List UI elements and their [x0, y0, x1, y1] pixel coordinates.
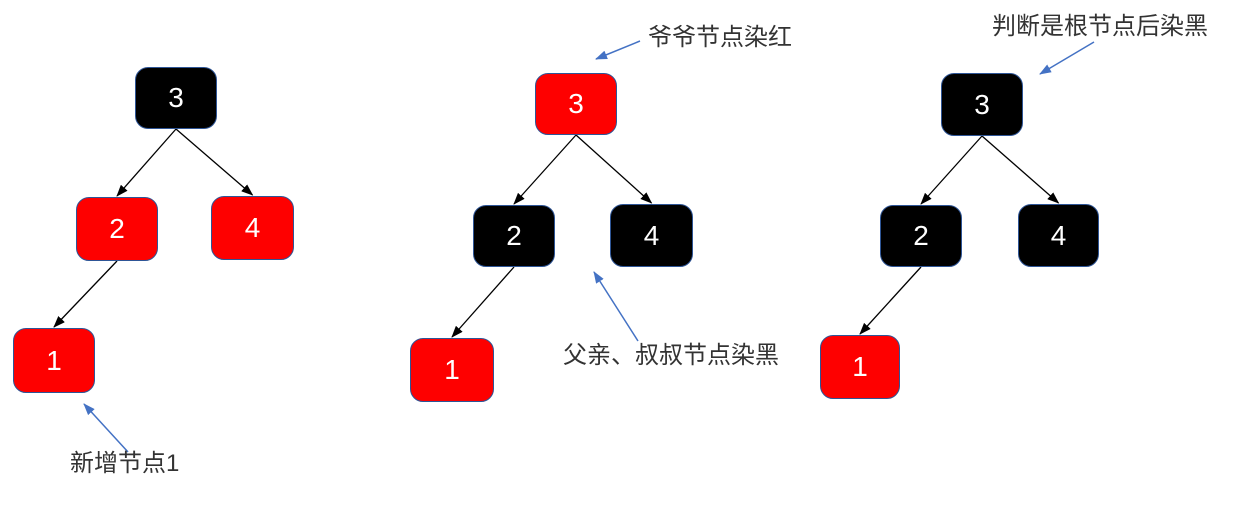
step-2-recolor-node-3: 3 — [535, 73, 617, 135]
tree-edge — [859, 266, 922, 335]
tree-edge — [575, 134, 653, 204]
step-3-root-black-node-2: 2 — [880, 205, 962, 267]
node-label: 2 — [913, 220, 929, 251]
node-label: 4 — [244, 212, 261, 243]
parent-uncle-dyed-black-label: 父亲、叔叔节点染黑 — [563, 342, 779, 369]
node-label: 3 — [168, 82, 184, 113]
step-3-root-black-node-1: 1 — [820, 335, 900, 399]
tree-edge — [981, 135, 1060, 204]
step-2-recolor-node-4: 4 — [610, 204, 693, 267]
new-node-1-arrow-icon — [83, 403, 129, 453]
tree-edge — [116, 128, 177, 197]
node-label: 4 — [1050, 219, 1067, 251]
tree-edge — [175, 128, 254, 196]
step-3-root-black-edges — [859, 135, 1060, 335]
node-label: 1 — [46, 344, 62, 376]
step-1-insert-node-edges — [53, 128, 254, 328]
tree-edge — [451, 266, 515, 338]
step-2-recolor-node-2: 2 — [473, 205, 555, 267]
step-1-insert-node-node-4: 4 — [211, 196, 294, 260]
grandparent-dyed-red-label: 爷爷节点染红 — [648, 24, 792, 51]
root-judged-dyed-black-label: 判断是根节点后染黑 — [992, 13, 1208, 40]
parent-uncle-dyed-black-arrow-icon — [593, 271, 639, 342]
step-3-root-black-node-4: 4 — [1018, 204, 1099, 267]
grandparent-dyed-red-arrow-icon — [595, 40, 641, 60]
node-label: 4 — [643, 219, 660, 251]
step-3-root-black-node-3: 3 — [941, 73, 1023, 136]
step-1-insert-node-node-2: 2 — [76, 197, 158, 261]
new-node-1-label: 新增节点1 — [70, 450, 180, 477]
node-label: 3 — [974, 88, 990, 120]
tree-edge — [53, 260, 118, 328]
step-1-insert-node-node-1: 1 — [13, 328, 95, 393]
tree-edge — [920, 135, 983, 205]
node-label: 2 — [506, 220, 522, 251]
node-label: 3 — [568, 88, 584, 119]
step-1-insert-node-node-3: 3 — [135, 67, 217, 129]
root-judged-dyed-black-arrow-icon — [1039, 41, 1095, 75]
tree-edge — [513, 134, 577, 205]
step-2-recolor-node-1: 1 — [410, 338, 494, 402]
node-label: 1 — [852, 351, 868, 382]
node-label: 2 — [109, 213, 125, 244]
node-label: 1 — [444, 354, 460, 385]
step-2-recolor-edges — [451, 134, 653, 338]
